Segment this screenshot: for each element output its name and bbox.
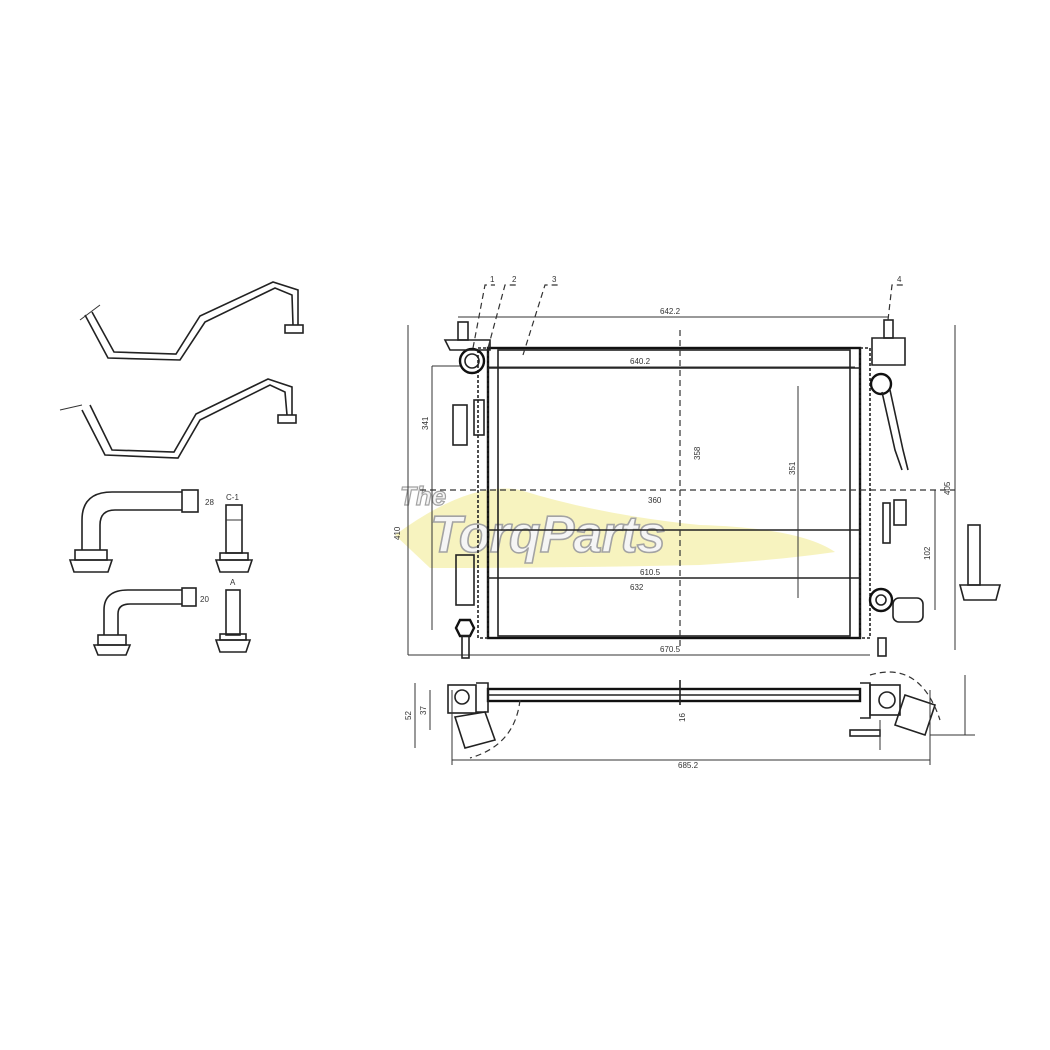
- callout-leaders: 1 2 3 4: [472, 275, 905, 356]
- dim-core-top: 640.2: [630, 357, 651, 366]
- dim-center: 360: [648, 496, 662, 505]
- detail-b-label: C-1: [226, 493, 239, 502]
- callout-3: 3: [552, 275, 557, 284]
- dim-side-left-inner: 37: [419, 706, 428, 715]
- dim-top-overall: 642.2: [660, 307, 681, 316]
- upper-hose-drawing: [79, 281, 304, 361]
- dim-side-width: 685.2: [678, 761, 699, 770]
- dim-bottom-overall: 670.5: [660, 645, 681, 654]
- radiator-front-view: 642.2 640.2 410 341 670.5 405 102 632 61…: [393, 307, 1002, 659]
- dim-pipe-b: 20: [200, 595, 209, 604]
- dim-core-height: 358: [693, 446, 702, 460]
- detail-fitting-c1: C-1: [214, 493, 254, 573]
- dim-core-mid: 610.5: [640, 568, 661, 577]
- dim-inner-height: 351: [788, 461, 797, 475]
- elbow-pipe-a: 28: [68, 489, 214, 573]
- callout-4: 4: [897, 275, 902, 284]
- elbow-pipe-b: 20: [92, 587, 209, 656]
- dim-left-overall: 410: [393, 526, 402, 540]
- dim-right-height: 405: [943, 481, 952, 495]
- dim-pipe-a: 28: [205, 498, 214, 507]
- dim-right-lower: 102: [923, 546, 932, 560]
- detail-a-label: A: [230, 578, 236, 587]
- dim-side-depth: 16: [678, 713, 687, 722]
- radiator-side-view: 52 37 685.2 16: [404, 671, 975, 770]
- lower-hose-drawing: [59, 378, 297, 459]
- callout-2: 2: [512, 275, 517, 284]
- dim-left-height: 341: [421, 416, 430, 430]
- dim-core-low: 632: [630, 583, 644, 592]
- detail-fitting-a: A: [214, 578, 252, 653]
- callout-1: 1: [490, 275, 495, 284]
- dim-side-left-height: 52: [404, 711, 413, 720]
